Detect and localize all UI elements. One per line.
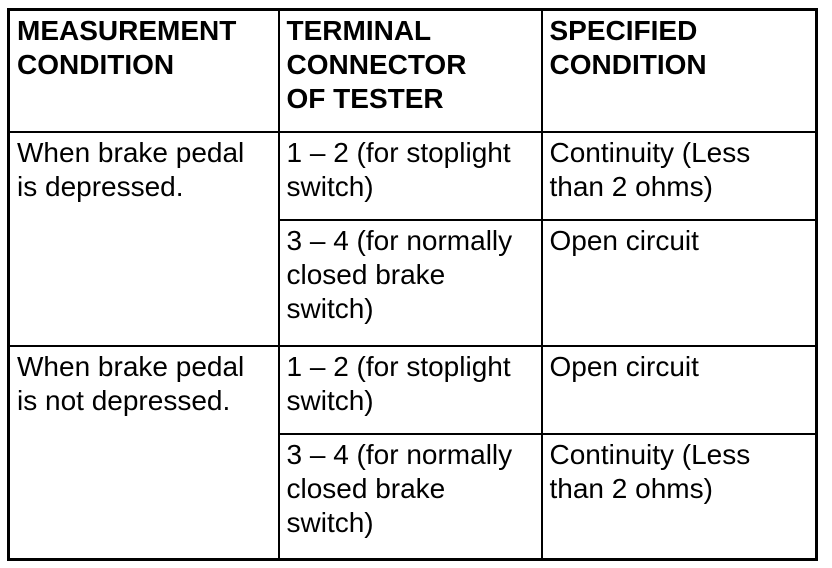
terminal-connector-cell: 3 – 4 (for normally closed brake switch) bbox=[277, 432, 543, 561]
specified-condition-table: MEASUREMENT CONDITION TERMINAL CONNECTOR… bbox=[7, 8, 818, 561]
specified-condition-cell: Open circuit bbox=[540, 344, 818, 435]
table-row: When brake pedal is depressed. 1 – 2 (fo… bbox=[7, 130, 818, 347]
specified-condition-cell: Continuity (Less than 2 ohms) bbox=[540, 130, 818, 221]
terminal-connector-cell: 1 – 2 (for stoplight switch) bbox=[277, 130, 543, 221]
terminal-connector-cell: 3 – 4 (for normally closed brake switch) bbox=[277, 218, 543, 347]
measurement-condition-cell: When brake pedal is depressed. bbox=[7, 130, 280, 347]
header-specified-condition: SPECIFIED CONDITION bbox=[540, 8, 818, 133]
table-row: When brake pedal is not depressed. 1 – 2… bbox=[7, 344, 818, 561]
terminal-connector-cell: 1 – 2 (for stoplight switch) bbox=[277, 344, 543, 435]
header-terminal-connector: TERMINAL CONNECTOR OF TESTER bbox=[277, 8, 543, 133]
measurement-condition-cell: When brake pedal is not depressed. bbox=[7, 344, 280, 561]
specified-condition-cell: Continuity (Less than 2 ohms) bbox=[540, 432, 818, 561]
header-measurement-condition: MEASUREMENT CONDITION bbox=[7, 8, 280, 133]
specified-condition-cell: Open circuit bbox=[540, 218, 818, 347]
table-header-row: MEASUREMENT CONDITION TERMINAL CONNECTOR… bbox=[7, 8, 818, 133]
table-row: 3 – 4 (for normally closed brake switch)… bbox=[9, 432, 818, 561]
table-row: 3 – 4 (for normally closed brake switch)… bbox=[9, 218, 818, 347]
